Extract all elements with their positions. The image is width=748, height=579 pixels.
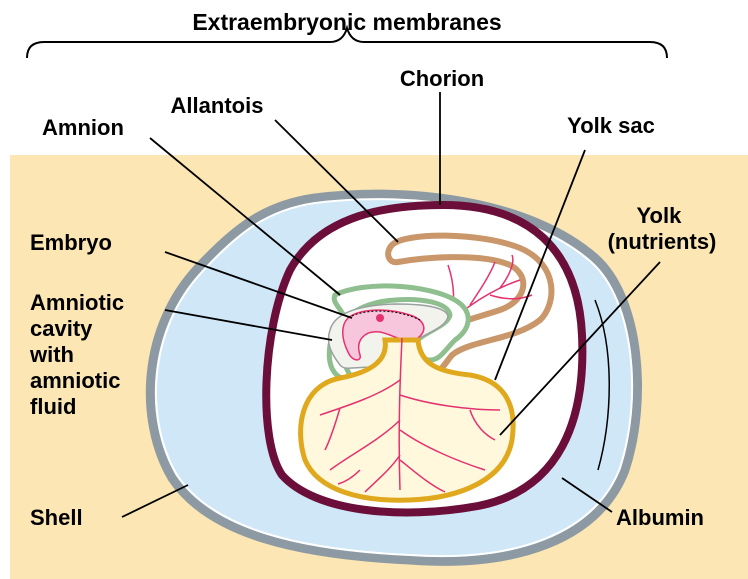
allantois-label: Allantois [171,93,264,118]
shell-label: Shell [30,505,83,530]
amnion-label: Amnion [42,115,124,140]
yolk-sac-label: Yolk sac [567,113,655,138]
chorion-label: Chorion [400,66,484,91]
albumin-label: Albumin [616,505,704,530]
embryo-heart [376,314,384,322]
embryo-label: Embryo [30,230,112,255]
